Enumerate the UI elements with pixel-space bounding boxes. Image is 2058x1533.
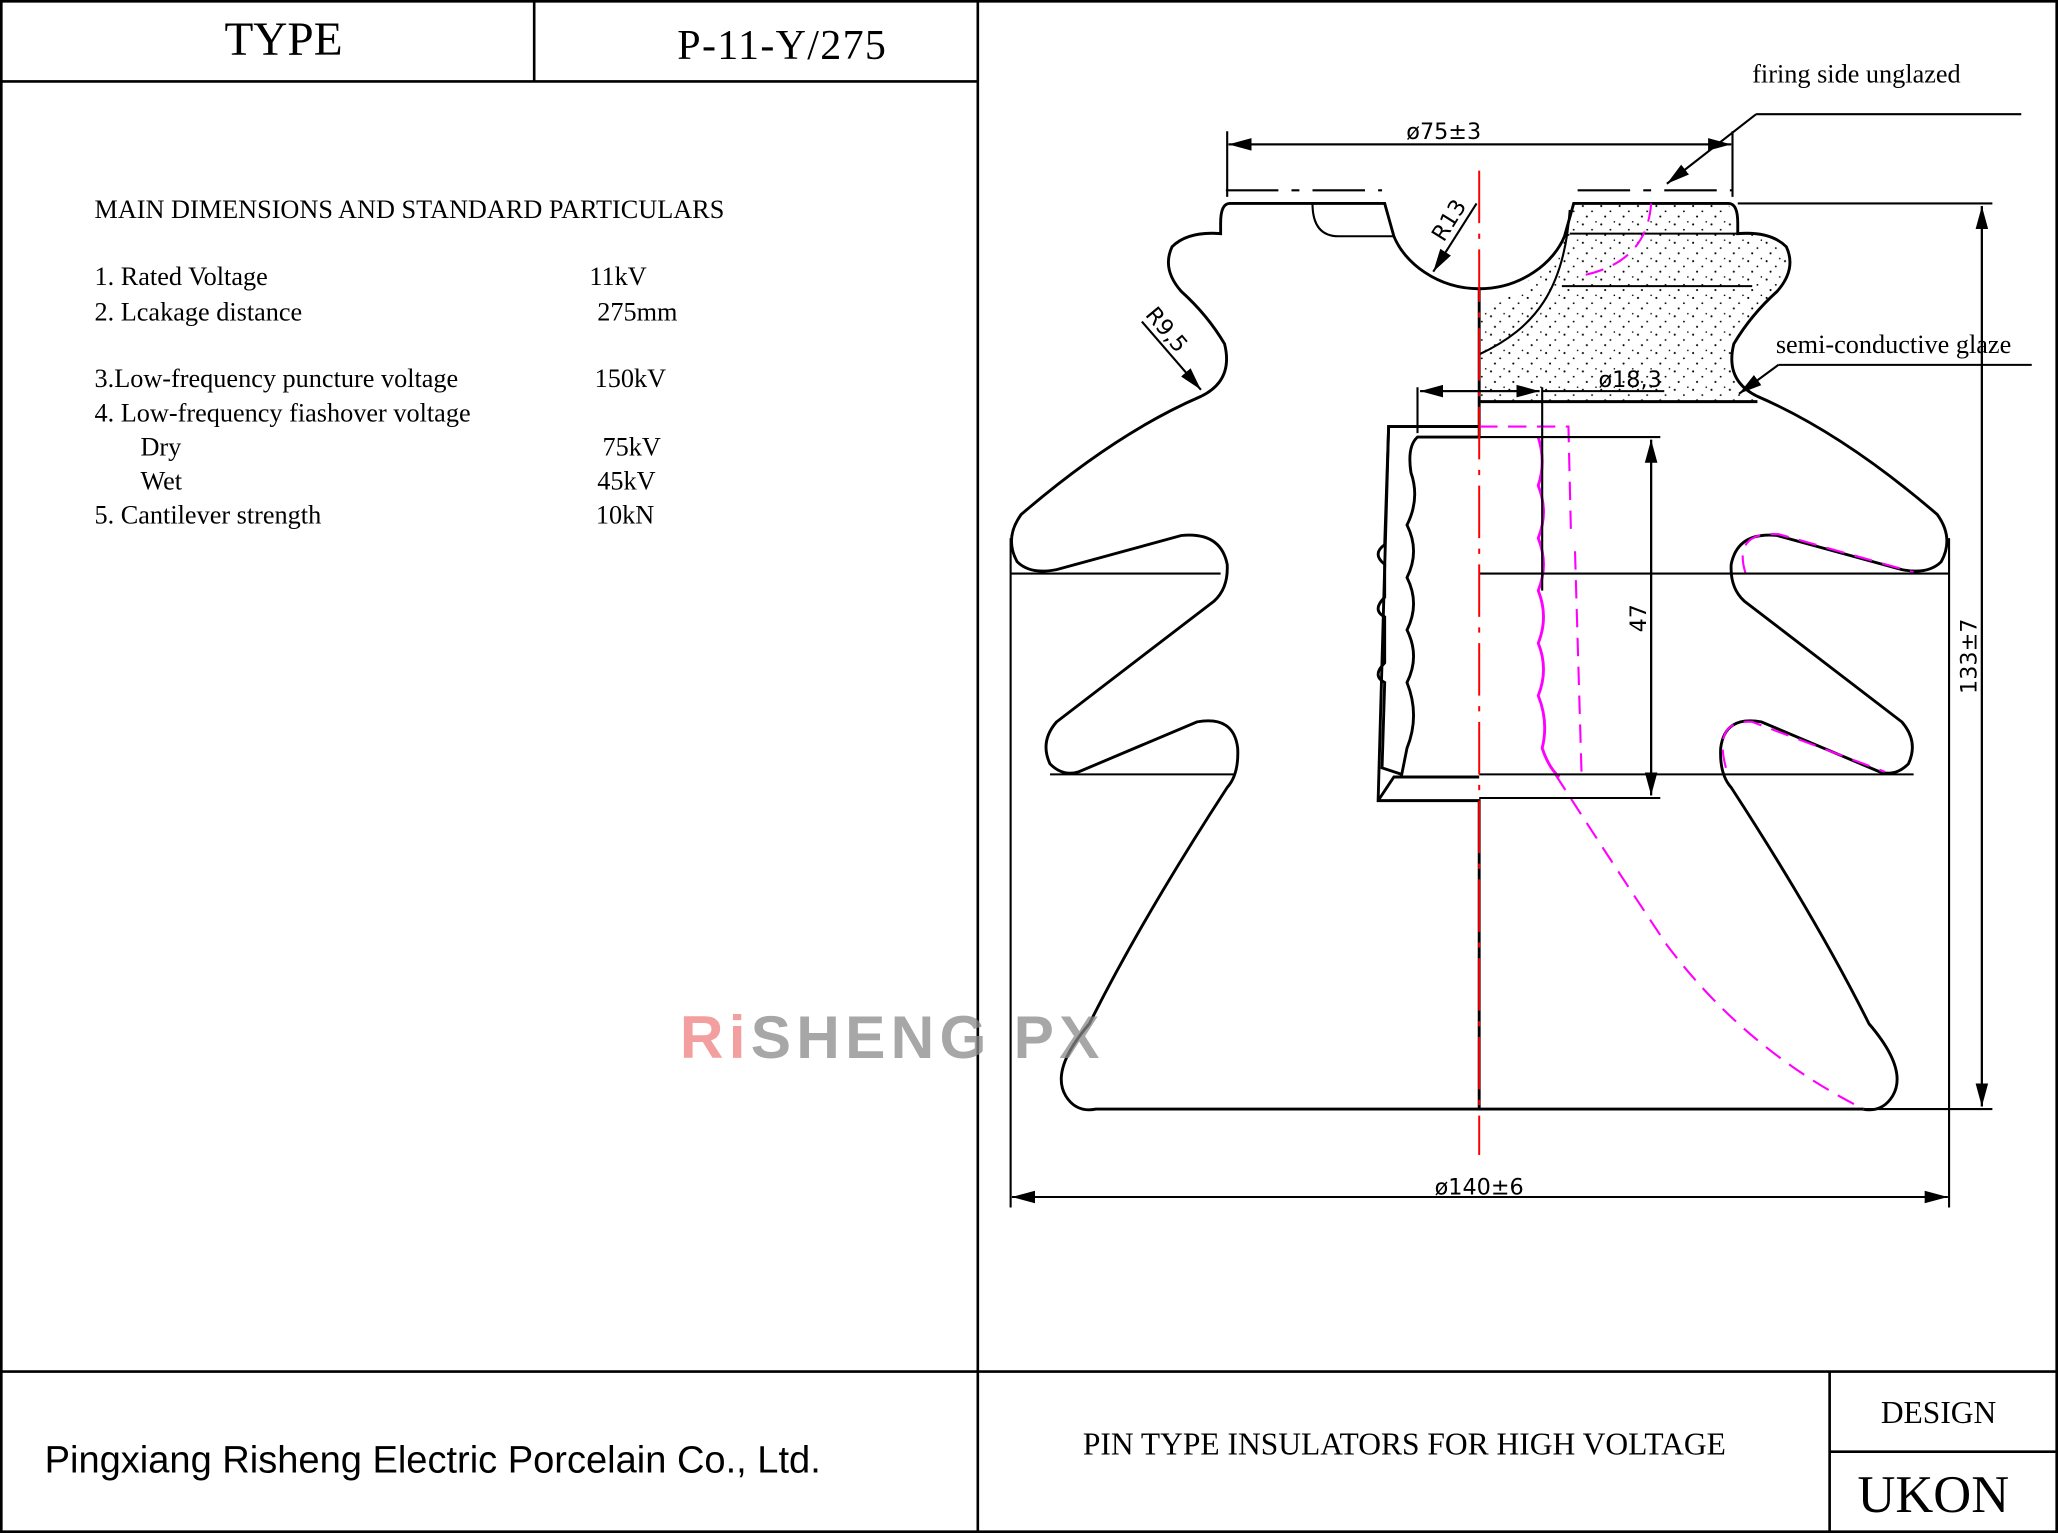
spec-value: 11kV (589, 262, 646, 291)
spec-value: 10kN (596, 501, 654, 530)
label-firing-side-unglazed: firing side unglazed (1752, 60, 1960, 89)
spec-label: Dry (140, 432, 182, 461)
spec-value: 75kV (602, 432, 660, 461)
spec-label: 5. Cantilever strength (95, 501, 322, 530)
spec-value: 150kV (595, 364, 667, 393)
dim-bore-diameter: ø18,3 (1598, 367, 1661, 393)
svg-text:RiSHENG PX: RiSHENG PX (680, 1003, 1105, 1071)
design-value: UKON (1857, 1466, 2009, 1524)
insulator-left-section (1010, 201, 1481, 1112)
spec-value: 275mm (597, 297, 678, 326)
type-value: P-11-Y/275 (677, 23, 887, 69)
dim-bore-depth: 47 (1626, 604, 1652, 632)
specs-section: MAIN DIMENSIONS AND STANDARD PARTICULARS… (95, 195, 725, 530)
spec-label: 1. Rated Voltage (95, 262, 268, 291)
spec-label: Wet (140, 467, 182, 496)
label-semi-conductive-glaze: semi-conductive glaze (1776, 330, 2011, 359)
dim-base-diameter: ø140±6 (1435, 1174, 1524, 1200)
product-title: PIN TYPE INSULATORS FOR HIGH VOLTAGE (1083, 1426, 1726, 1461)
company-name: Pingxiang Risheng Electric Porcelain Co.… (45, 1440, 821, 1482)
dim-top-diameter: ø75±3 (1406, 119, 1481, 145)
semi-conductive-glaze-area (1479, 203, 1790, 402)
specs-title: MAIN DIMENSIONS AND STANDARD PARTICULARS (95, 195, 725, 224)
design-label: DESIGN (1881, 1395, 1997, 1430)
type-label: TYPE (224, 14, 342, 66)
spec-value: 45kV (597, 467, 655, 496)
dim-height: 133±7 (1957, 619, 1983, 694)
spec-label: 3.Low-frequency puncture voltage (95, 364, 459, 393)
dimension-lines (1009, 113, 2032, 1208)
spec-label: 4. Low-frequency fiashover voltage (95, 398, 471, 427)
watermark-logo: RiSHENG PX (680, 1003, 1105, 1071)
insulator-drawing: ø75±3 ø140±6 133±7 47 ø18,3 R13 R9,5 fir… (1009, 60, 2032, 1208)
spec-label: 2. Lcakage distance (95, 297, 303, 326)
